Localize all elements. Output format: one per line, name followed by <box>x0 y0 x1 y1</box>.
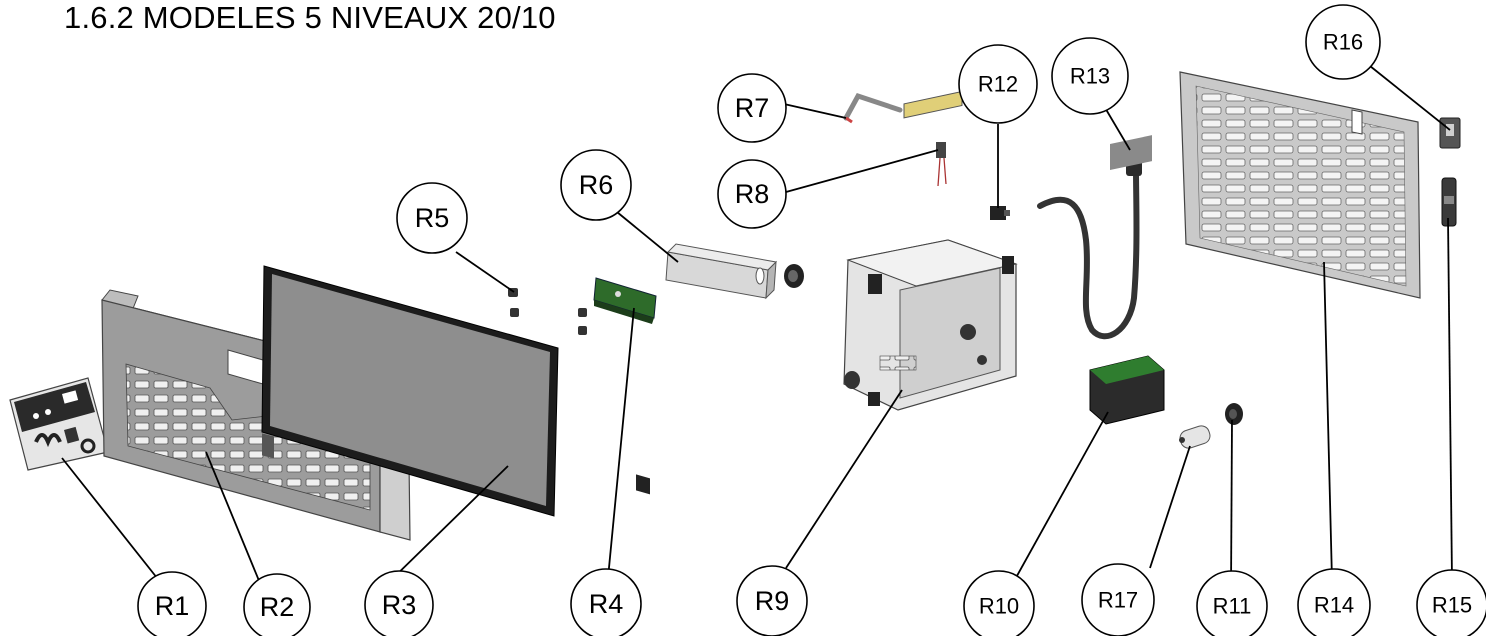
callout-label-R11: R11 <box>1213 594 1252 619</box>
callout-label-R16: R16 <box>1323 30 1363 55</box>
callout-label-R9: R9 <box>755 586 790 616</box>
callout-label-R5: R5 <box>415 203 450 233</box>
part-rear-grille <box>1179 71 1421 299</box>
part-connector <box>990 206 1010 220</box>
callout-label-R13: R13 <box>1070 64 1110 89</box>
callout-label-R17: R17 <box>1098 588 1138 613</box>
part-electrical-box <box>843 90 1018 411</box>
callout-R8: R8 <box>717 159 787 229</box>
callout-R7: R7 <box>717 73 787 143</box>
callout-label-R10: R10 <box>979 594 1019 619</box>
part-fuse-holder <box>1441 177 1457 227</box>
callout-R6: R6 <box>560 149 632 221</box>
diagram-title: 1.6.2 MODELES 5 NIVEAUX 20/10 <box>64 0 556 35</box>
callout-R5: R5 <box>396 182 468 254</box>
leader-R13 <box>1103 105 1131 151</box>
callout-label-R3: R3 <box>382 590 417 620</box>
part-screws <box>508 288 587 335</box>
part-power-cord <box>1037 142 1152 340</box>
callout-label-R6: R6 <box>579 170 614 200</box>
leader-R11 <box>1230 419 1233 591</box>
leader-R14 <box>1323 261 1333 581</box>
leader-R7 <box>783 103 847 119</box>
part-sensor <box>936 142 947 187</box>
leader-R9 <box>785 389 903 569</box>
part-clip <box>1439 117 1461 149</box>
callout-label-R1: R1 <box>155 591 190 621</box>
callout-R10: R10 <box>963 570 1035 636</box>
callout-label-R15: R15 <box>1432 593 1472 618</box>
leader-R15 <box>1447 217 1453 581</box>
part-pcb-board <box>593 277 657 495</box>
callout-R1: R1 <box>137 571 207 636</box>
callout-R12: R12 <box>958 44 1038 124</box>
leader-lines <box>61 65 1453 593</box>
callout-R16: R16 <box>1305 4 1381 80</box>
callout-R9: R9 <box>736 565 808 636</box>
part-controller-module <box>1089 135 1165 425</box>
part-capacitor <box>1179 425 1211 449</box>
callout-R3: R3 <box>364 570 434 636</box>
leader-R1 <box>61 457 166 589</box>
callout-R11: R11 <box>1196 570 1268 636</box>
part-control-label <box>9 377 109 471</box>
callout-label-R14: R14 <box>1314 593 1354 618</box>
leader-R6 <box>616 211 679 263</box>
part-glass-panel <box>261 265 559 517</box>
part-gland <box>1225 403 1243 425</box>
callout-R13: R13 <box>1051 37 1129 115</box>
part-probe <box>843 92 903 124</box>
callout-R15: R15 <box>1416 569 1486 636</box>
callout-label-R4: R4 <box>589 589 624 619</box>
leader-R8 <box>785 149 939 193</box>
leader-R3 <box>385 465 509 586</box>
callout-label-R2: R2 <box>260 592 295 622</box>
callout-R14: R14 <box>1297 568 1371 636</box>
leader-R2 <box>205 451 263 589</box>
part-bracket <box>665 243 804 300</box>
leader-R5 <box>455 251 515 293</box>
callout-R17: R17 <box>1081 563 1155 636</box>
callout-R2: R2 <box>243 573 311 636</box>
leader-R4 <box>607 307 635 579</box>
leader-R10 <box>1007 411 1109 593</box>
callout-R4: R4 <box>570 568 642 636</box>
leader-R17 <box>1149 445 1191 569</box>
callout-label-R12: R12 <box>978 72 1018 97</box>
callout-label-R7: R7 <box>735 93 770 123</box>
leader-R16 <box>1369 65 1451 131</box>
callout-label-R8: R8 <box>735 179 770 209</box>
